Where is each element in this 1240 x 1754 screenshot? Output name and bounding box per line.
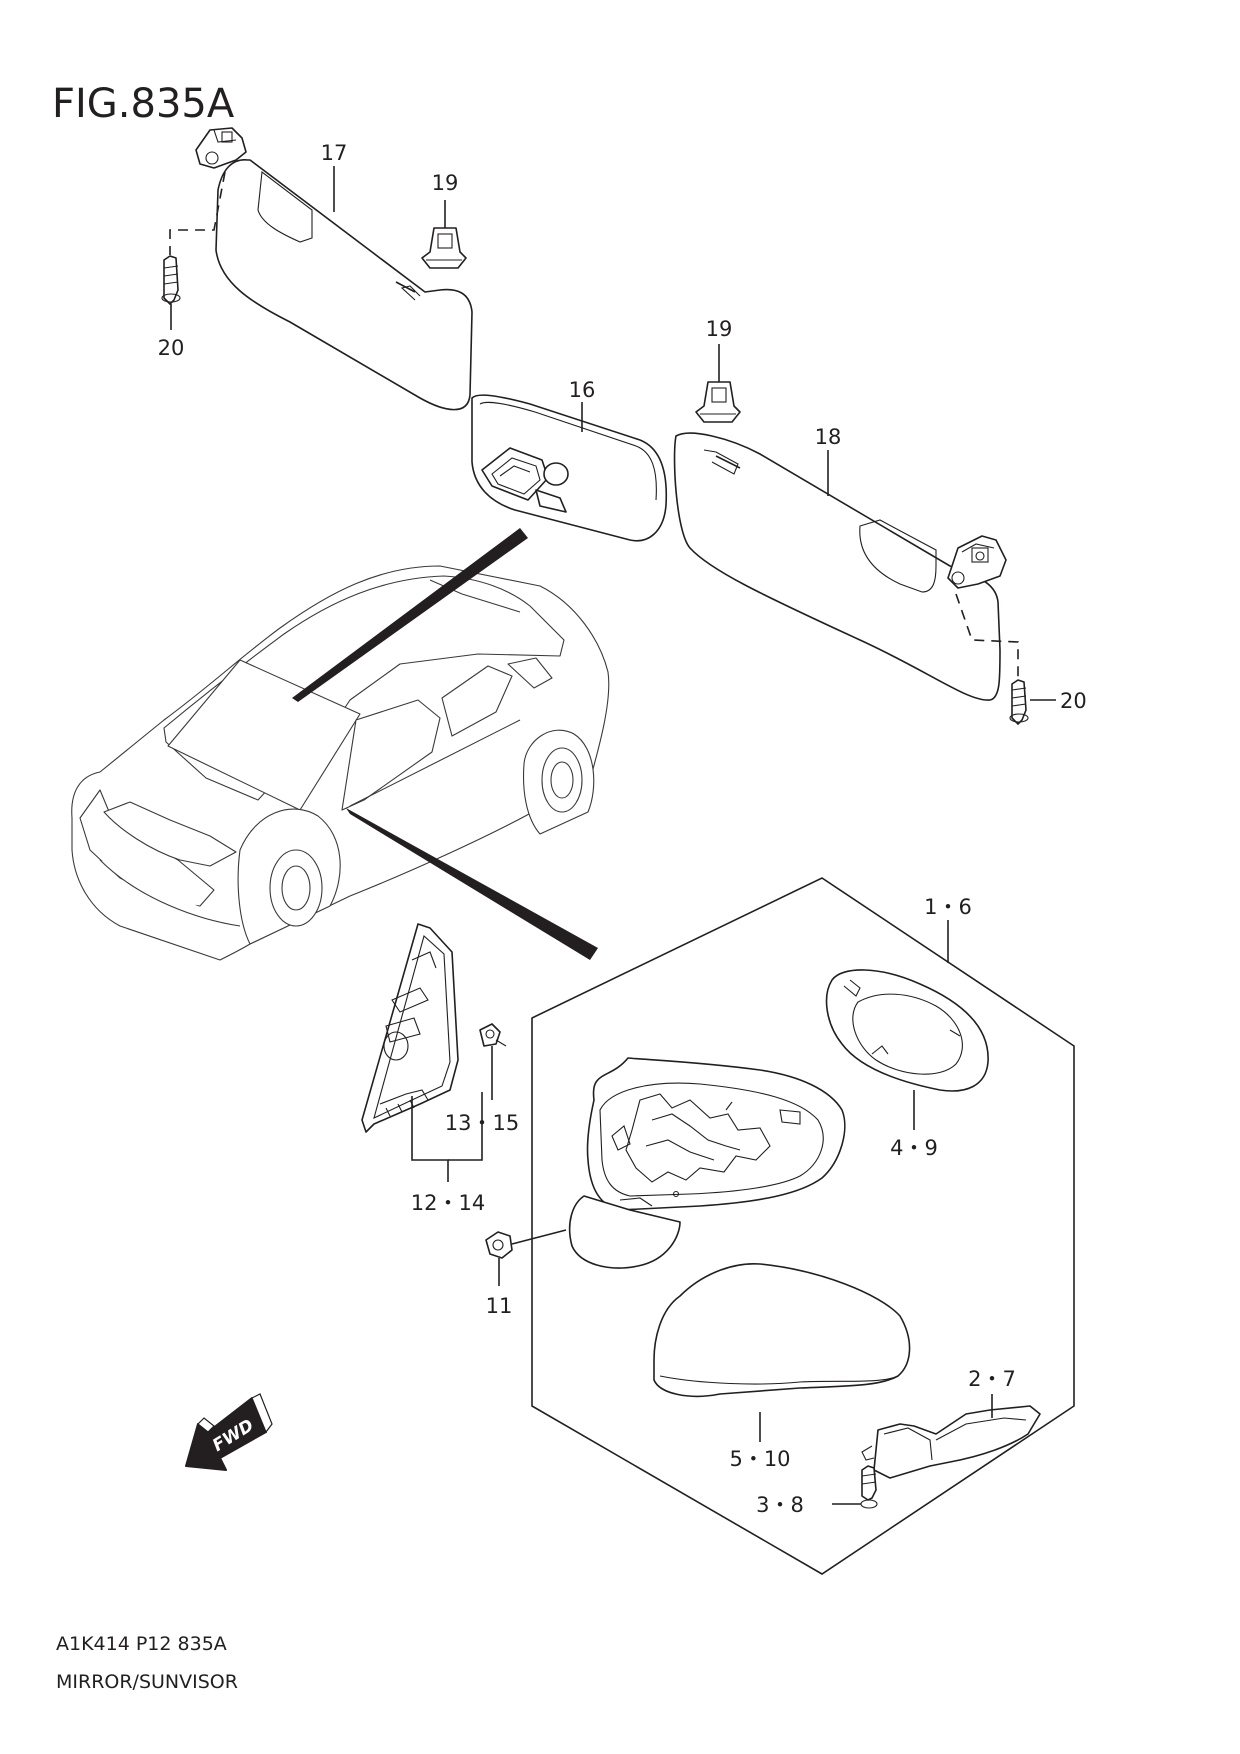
screw-20-right [1009,679,1029,725]
diagram-caption: MIRROR/SUNVISOR [56,1671,238,1693]
mirror-glass [825,969,989,1092]
sunvisor-right-holder [947,535,1007,589]
callout-16: 16 [569,378,596,402]
fwd-arrow-icon: FWD [185,1393,273,1471]
callout-20-left: 20 [158,336,185,360]
diagram-code: A1K414 P12 835A [56,1633,227,1655]
side-turn-lamp [861,1405,1041,1479]
callout-2-7: 2・7 [968,1367,1016,1391]
callout-12-14: 12・14 [411,1191,485,1215]
callout-19-right: 19 [706,317,733,341]
car-illustration [71,565,610,961]
callout-11: 11 [486,1294,513,1318]
callout-13-15: 13・15 [445,1111,519,1135]
screw-3-8 [860,1465,878,1509]
callout-17: 17 [321,141,348,165]
mirror-garnish [361,923,459,1133]
inner-rearview-mirror [471,394,668,542]
clip-13-15 [479,1023,507,1047]
mirror-cover [653,1263,911,1398]
callout-19-upper: 19 [432,171,459,195]
callout-20-right: 20 [1060,689,1087,713]
callout-1-6: 1・6 [924,895,972,919]
screw-20-left [161,255,181,305]
sunvisor-left-holder [195,127,247,169]
callout-3-8: 3・8 [756,1493,804,1517]
assembly-boundary-hexagon [531,877,1075,1575]
callout-5-10: 5・10 [729,1447,790,1471]
callout-18: 18 [815,425,842,449]
sunvisor-left [215,159,473,411]
figure-title: FIG.835A [52,81,235,127]
clip-19-right [695,381,741,423]
nut-11 [485,1231,513,1259]
callout-4-9: 4・9 [890,1136,938,1160]
clip-19-upper [421,227,467,269]
mirror-housing [568,1057,846,1269]
